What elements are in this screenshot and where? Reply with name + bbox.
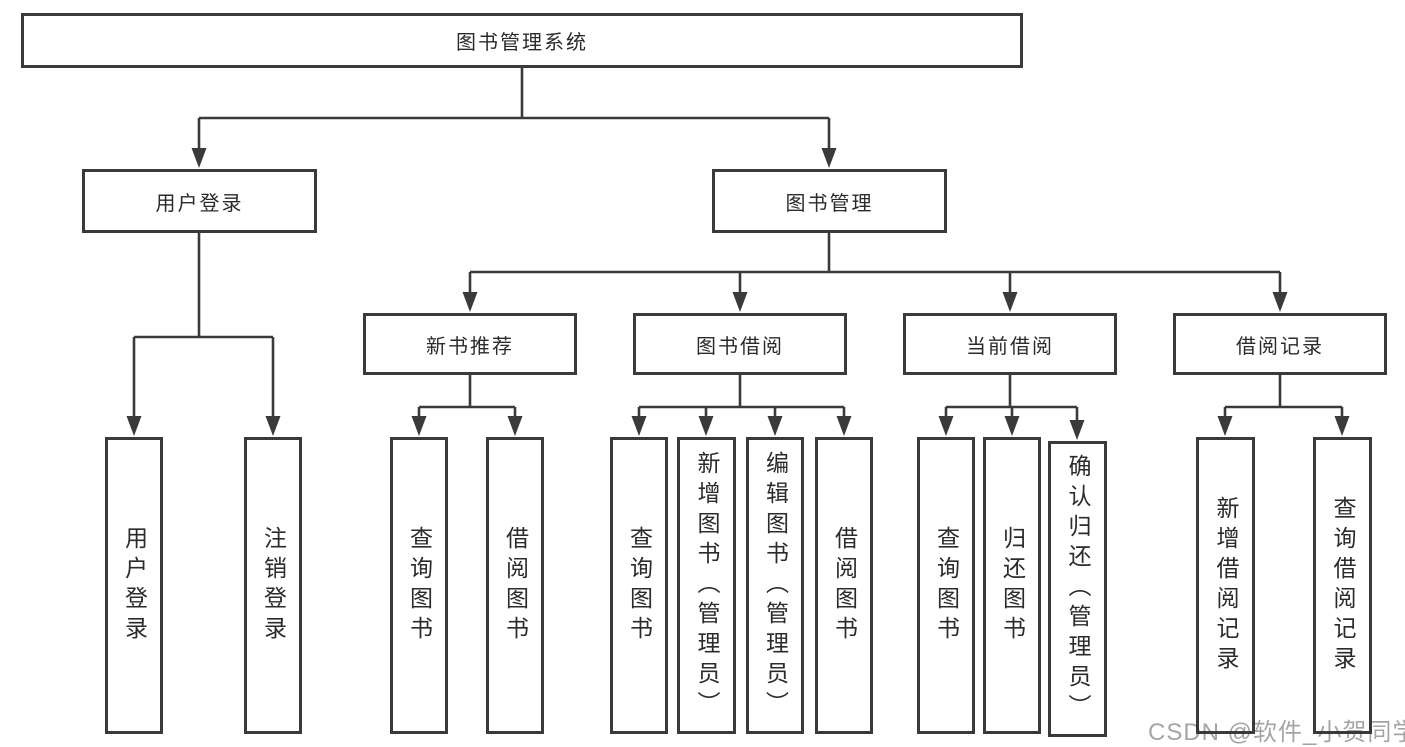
leaf-label: 查询图书 (406, 525, 433, 646)
leaf-label: 借阅图书 (502, 525, 529, 646)
leaf-recommend-query-books: 查询图书 (390, 437, 448, 734)
leaf-borrow-borrow-books: 借阅图书 (815, 437, 873, 734)
leaf-label: 查询图书 (933, 525, 960, 646)
leaf-label: 用户登录 (121, 525, 148, 646)
leaf-label: 注销登录 (260, 525, 287, 646)
leaf-borrow-edit-books-admin: 编辑图书（管理员） (746, 437, 804, 734)
leaf-label: 查询借阅记录 (1330, 495, 1356, 676)
leaf-label: 编辑图书（管理员） (762, 450, 789, 721)
node-book-borrow: 图书借阅 (633, 313, 847, 375)
leaf-records-query-record: 查询借阅记录 (1313, 437, 1372, 734)
node-new-book-recommend: 新书推荐 (363, 313, 577, 375)
leaf-records-add-record: 新增借阅记录 (1196, 437, 1255, 734)
node-borrow-records: 借阅记录 (1173, 313, 1387, 375)
node-book-management: 图书管理 (712, 169, 947, 233)
csdn-watermark: CSDN @软件_小贺同学 (1148, 719, 1405, 746)
leaf-label: 归还图书 (999, 525, 1026, 646)
leaf-current-confirm-return-admin: 确认归还（管理员） (1048, 441, 1107, 737)
leaf-label: 确认归还（管理员） (1065, 454, 1091, 724)
leaf-borrow-query-books: 查询图书 (610, 437, 668, 734)
leaf-logout: 注销登录 (244, 437, 302, 734)
leaf-recommend-borrow-books: 借阅图书 (486, 437, 544, 734)
node-current-borrow: 当前借阅 (903, 313, 1117, 375)
leaf-label: 新增图书（管理员） (694, 450, 720, 721)
leaf-label: 新增借阅记录 (1213, 495, 1239, 676)
node-root-library-system: 图书管理系统 (21, 13, 1023, 68)
leaf-user-login: 用户登录 (105, 437, 163, 734)
leaf-current-query-books: 查询图书 (917, 437, 975, 734)
leaf-label: 查询图书 (626, 525, 653, 646)
node-user-login: 用户登录 (82, 169, 317, 233)
leaf-borrow-add-books-admin: 新增图书（管理员） (677, 437, 736, 734)
leaf-current-return-books: 归还图书 (983, 437, 1041, 734)
leaf-label: 借阅图书 (831, 525, 858, 646)
